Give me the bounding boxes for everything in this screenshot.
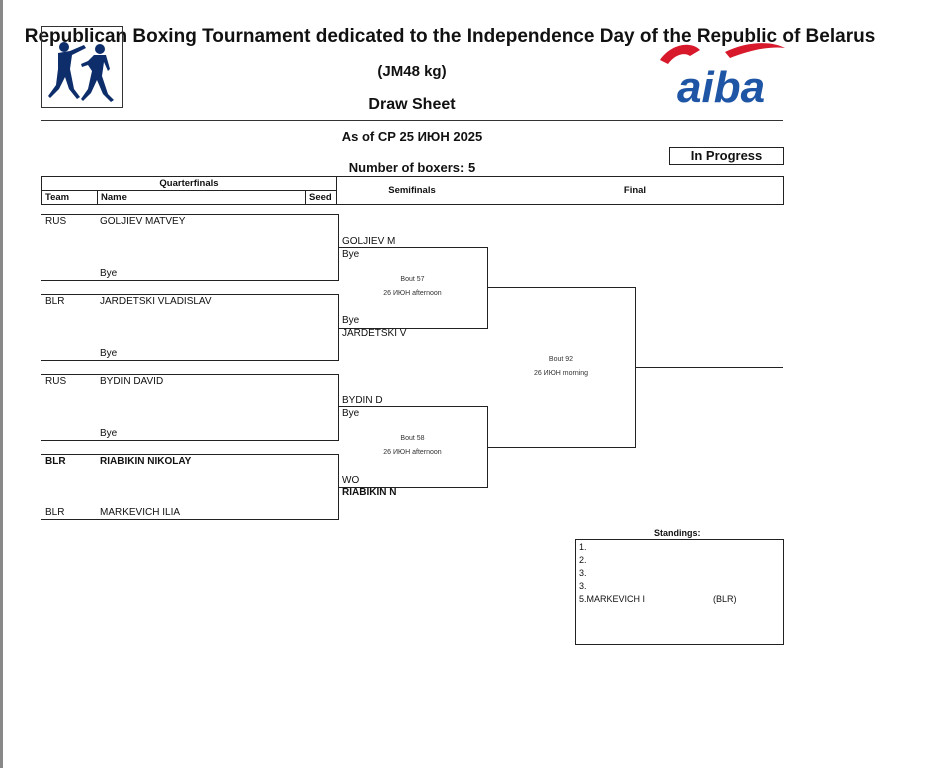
weight-category: (JM48 kg) bbox=[377, 63, 447, 80]
qf-bracket-1 bbox=[41, 214, 339, 281]
qf-bracket-2 bbox=[41, 294, 339, 361]
doc-type: Draw Sheet bbox=[368, 96, 456, 113]
qf-result: GOLJIEV M bbox=[342, 236, 396, 247]
team-header: Team bbox=[45, 192, 70, 203]
number-of-boxers: Number of boxers: 5 bbox=[348, 160, 476, 175]
qf-result: Bye bbox=[342, 315, 360, 326]
boxer-name: BYDIN DAVID bbox=[100, 376, 164, 387]
quarterfinals-header: Quarterfinals bbox=[159, 178, 219, 189]
bout-time: 26 ИЮН morning bbox=[533, 370, 589, 377]
as-of-date: As of СР 25 ИЮН 2025 bbox=[341, 129, 483, 144]
bout-time: 26 ИЮН afternoon bbox=[383, 449, 442, 456]
boxer-name: GOLJIEV MATVEY bbox=[100, 216, 186, 227]
qf-result: BYDIN D bbox=[342, 395, 383, 406]
standing-row: 1. bbox=[579, 542, 587, 552]
qf-bracket-3 bbox=[41, 374, 339, 441]
standing-row: 3. bbox=[579, 581, 587, 591]
boxing-logo bbox=[41, 26, 123, 108]
standing-row: 3. bbox=[579, 568, 587, 578]
winner-line bbox=[635, 367, 783, 368]
boxer-name: Bye bbox=[100, 348, 118, 359]
column-header: Quarterfinals Team Name Seed Semifinals … bbox=[41, 176, 784, 205]
page-title: Republican Boxing Tournament dedicated t… bbox=[24, 26, 876, 47]
page-edge bbox=[0, 0, 3, 768]
bout-time: 26 ИЮН afternoon bbox=[383, 290, 442, 297]
team: RUS bbox=[45, 376, 67, 387]
bout-number: Bout 58 bbox=[400, 435, 425, 442]
standings-box: 1. 2. 3. 3. 5.MARKEVICH I (BLR) bbox=[575, 539, 784, 645]
team: RUS bbox=[45, 216, 67, 227]
semifinals-header: Semifinals bbox=[388, 185, 436, 196]
final-bracket bbox=[487, 287, 636, 448]
seed-header: Seed bbox=[309, 192, 332, 203]
final-header: Final bbox=[623, 185, 647, 196]
divider bbox=[41, 120, 783, 121]
qf-result: Bye bbox=[342, 408, 360, 419]
standing-team: (BLR) bbox=[713, 594, 737, 604]
name-header: Name bbox=[101, 192, 127, 203]
team: BLR bbox=[45, 456, 66, 467]
boxer-name: MARKEVICH ILIA bbox=[100, 507, 181, 518]
team: BLR bbox=[45, 296, 65, 307]
standing-row: 2. bbox=[579, 555, 587, 565]
qf-result: Bye bbox=[342, 249, 360, 260]
svg-text:aiba: aiba bbox=[677, 63, 765, 105]
bout-number: Bout 92 bbox=[548, 356, 574, 363]
team: BLR bbox=[45, 507, 65, 518]
status-badge: In Progress bbox=[669, 147, 784, 165]
qf-result: JARDETSKI V bbox=[342, 328, 407, 339]
standing-row: 5.MARKEVICH I bbox=[579, 594, 646, 604]
sf-bracket-1 bbox=[338, 247, 488, 329]
qf-result: RIABIKIN N bbox=[342, 487, 397, 498]
bout-number: Bout 57 bbox=[400, 276, 425, 283]
sf-bracket-2 bbox=[338, 406, 488, 488]
boxer-name: RIABIKIN NIKOLAY bbox=[100, 456, 192, 467]
boxer-name: JARDETSKI VLADISLAV bbox=[100, 296, 212, 307]
standings-label: Standings: bbox=[654, 528, 701, 538]
boxer-name: Bye bbox=[100, 428, 118, 439]
boxer-name: Bye bbox=[100, 268, 118, 279]
aiba-logo: aiba bbox=[655, 30, 785, 112]
qf-result: WO bbox=[342, 475, 360, 486]
